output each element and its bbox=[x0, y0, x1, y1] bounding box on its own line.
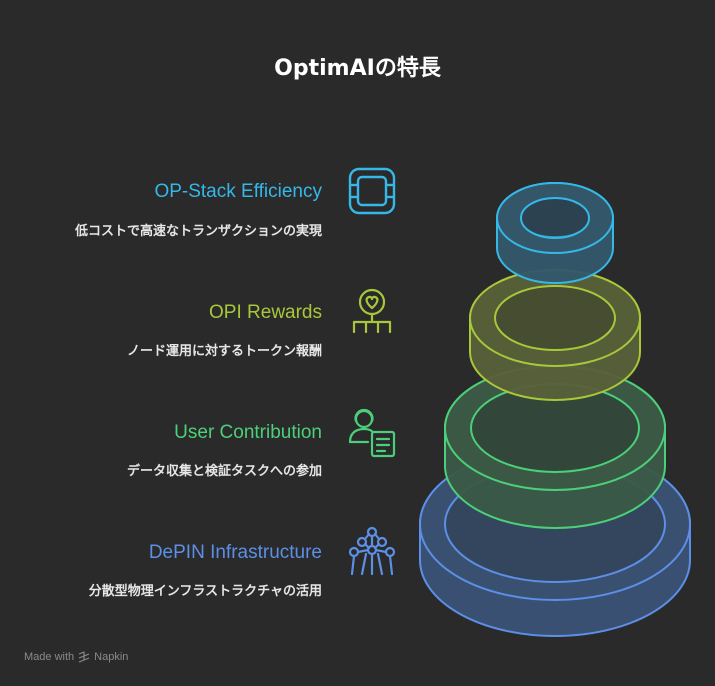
feature-desc-opi-rewards: ノード運用に対するトークン報酬 bbox=[126, 344, 322, 359]
feature-desc-op-stack: 低コストで高速なトランザクションの実現 bbox=[74, 224, 322, 239]
napkin-logo-icon bbox=[78, 651, 90, 663]
feature-desc-user-contribution: データ収集と検証タスクへの参加 bbox=[126, 464, 322, 479]
heart-network-icon bbox=[352, 288, 392, 334]
ring-opi-rewards bbox=[469, 269, 641, 401]
feature-title-op-stack: OP-Stack Efficiency bbox=[154, 181, 322, 202]
ring-op-stack bbox=[496, 182, 614, 284]
feature-title-depin: DePIN Infrastructure bbox=[148, 542, 322, 563]
ring-user-contribution bbox=[444, 365, 666, 529]
user-document-icon bbox=[348, 408, 396, 458]
page-title: OptimAIの特長 bbox=[274, 56, 441, 81]
feature-title-opi-rewards: OPI Rewards bbox=[209, 302, 322, 323]
feature-title-user-contribution: User Contribution bbox=[174, 422, 322, 443]
footer-brand: Napkin bbox=[94, 651, 129, 663]
footer-attribution: Made with Napkin bbox=[24, 651, 128, 663]
circuit-chip-icon bbox=[348, 167, 396, 215]
molecule-network-icon bbox=[348, 526, 396, 576]
footer-made-with: Made with bbox=[24, 651, 75, 663]
feature-desc-depin: 分散型物理インフラストラクチャの活用 bbox=[88, 584, 322, 599]
